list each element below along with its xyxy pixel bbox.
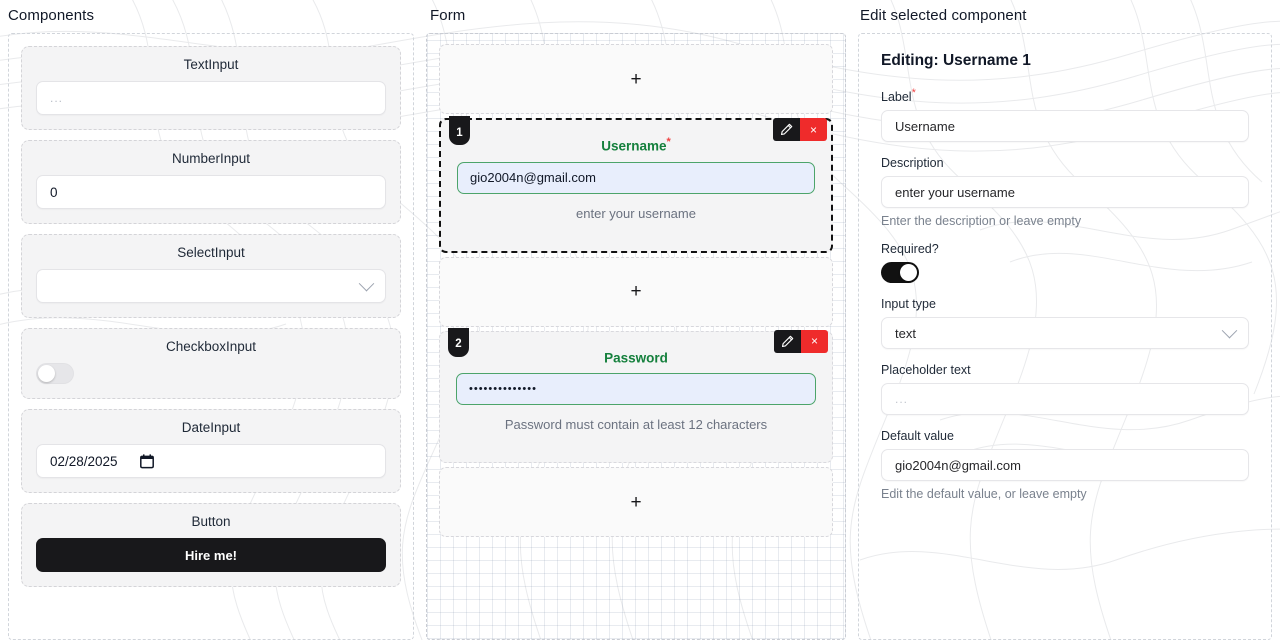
edit-component-button[interactable] [774, 329, 801, 353]
palette-item-dateinput[interactable]: DateInput 02/28/2025 [21, 409, 401, 493]
dropzone-bottom[interactable]: + [439, 467, 833, 537]
form-card-label: Password [456, 348, 816, 365]
palette-label-button: Button [191, 514, 231, 529]
form-card-label-text: Password [604, 350, 668, 365]
editor-required-caption: Required? [881, 242, 939, 257]
form-card-input[interactable]: gio2004n@gmail.com [457, 161, 815, 194]
form-card-index-badge: 1 [449, 116, 470, 145]
editor-field-label: Label* Username [881, 87, 1249, 143]
palette-label-textinput: TextInput [183, 57, 239, 72]
calendar-icon[interactable] [139, 453, 154, 469]
palette-label-selectinput: SelectInput [177, 245, 245, 260]
edit-component-button[interactable] [773, 118, 800, 141]
form-card-help-text: enter your username [576, 205, 696, 221]
numberinput-preview-field[interactable]: 0 [36, 175, 386, 209]
required-asterisk: * [911, 87, 916, 99]
form-canvas-panel: + 1 × Username* [426, 33, 846, 640]
editor-form: Editing: Username 1 Label* Username Desc… [859, 34, 1271, 533]
checkboxinput-preview-toggle[interactable] [36, 363, 74, 384]
form-card-password[interactable]: 2 × Password •••••••••••••• [439, 327, 833, 463]
palette-item-textinput[interactable]: TextInput ... [21, 46, 401, 130]
editor-description-input[interactable]: enter your username [881, 176, 1249, 209]
editor-panel: Editing: Username 1 Label* Username Desc… [858, 33, 1272, 640]
editor-column: Edit selected component Editing: Usernam… [852, 0, 1280, 640]
selectinput-preview-field[interactable] [36, 269, 386, 303]
editor-description-caption: Description [881, 156, 944, 171]
palette-label-checkboxinput: CheckboxInput [165, 339, 257, 354]
editor-field-description: Description enter your username Enter th… [881, 156, 1249, 228]
hire-me-button[interactable]: Hire me! [36, 538, 386, 572]
delete-component-button[interactable]: × [801, 329, 828, 353]
palette-item-button[interactable]: Button Hire me! [21, 503, 401, 587]
editor-field-placeholder: Placeholder text ... [881, 363, 1249, 416]
editor-placeholder-caption: Placeholder text [881, 363, 971, 378]
toggle-knob-icon [38, 365, 55, 382]
pencil-icon [780, 123, 793, 136]
palette-label-numberinput: NumberInput [171, 151, 251, 166]
editor-field-input-type: Input type text [881, 297, 1249, 350]
form-card-input[interactable]: •••••••••••••• [456, 373, 816, 405]
editor-input-type-value: text [895, 325, 916, 341]
editor-required-toggle[interactable] [881, 262, 919, 284]
required-asterisk: * [666, 136, 671, 148]
components-palette: TextInput ... NumberInput 0 SelectInput [9, 34, 413, 587]
editor-label-caption-text: Label [881, 90, 912, 105]
pencil-icon [781, 335, 794, 347]
palette-item-selectinput[interactable]: SelectInput [21, 234, 401, 318]
components-column-title: Components [8, 7, 95, 24]
delete-component-button[interactable]: × [800, 118, 827, 141]
editor-heading: Editing: Username 1 [881, 52, 1031, 69]
chevron-down-icon [358, 275, 375, 291]
editor-description-hint: Enter the description or leave empty [881, 214, 1082, 229]
editor-default-value-caption: Default value [881, 429, 954, 444]
editor-label-caption: Label* [881, 87, 1249, 104]
toggle-knob-icon [900, 264, 917, 282]
form-canvas: + 1 × Username* [427, 34, 845, 547]
textinput-preview-field[interactable]: ... [36, 81, 386, 115]
palette-item-checkboxinput[interactable]: CheckboxInput [21, 328, 401, 399]
form-card-index-badge: 2 [448, 327, 469, 357]
palette-label-dateinput: DateInput [181, 420, 241, 435]
form-card-label: Username* [457, 136, 815, 154]
form-card-toolbar: × [773, 118, 827, 141]
editor-field-required: Required? [881, 242, 1249, 284]
form-card-help-text: Password must contain at least 12 charac… [504, 417, 768, 432]
form-column: Form + 1 × [420, 0, 852, 640]
form-card-toolbar: × [774, 329, 828, 353]
palette-item-numberinput[interactable]: NumberInput 0 [21, 140, 401, 224]
editor-label-input[interactable]: Username [881, 110, 1249, 143]
dropzone-middle[interactable]: + [439, 256, 833, 327]
editor-input-type-select[interactable]: text [881, 317, 1249, 350]
form-column-title: Form [430, 7, 466, 24]
editor-placeholder-input[interactable]: ... [881, 383, 1249, 416]
dateinput-preview-field[interactable]: 02/28/2025 [36, 444, 386, 478]
form-card-username[interactable]: 1 × Username* gio2004n@gmail.com [439, 116, 833, 253]
dateinput-value: 02/28/2025 [50, 453, 118, 469]
components-panel: TextInput ... NumberInput 0 SelectInput [8, 33, 414, 640]
editor-input-type-caption: Input type [881, 297, 936, 312]
editor-default-value-hint: Edit the default value, or leave empty [881, 487, 1087, 502]
editor-column-title: Edit selected component [860, 7, 1027, 24]
components-column: Components TextInput ... NumberInput 0 S… [0, 0, 420, 640]
editor-default-value-input[interactable]: gio2004n@gmail.com [881, 449, 1249, 482]
form-card-label-text: Username [601, 138, 667, 154]
editor-field-default-value: Default value gio2004n@gmail.com Edit th… [881, 429, 1249, 501]
chevron-down-icon [1221, 322, 1238, 339]
dropzone-top[interactable]: + [439, 44, 833, 114]
